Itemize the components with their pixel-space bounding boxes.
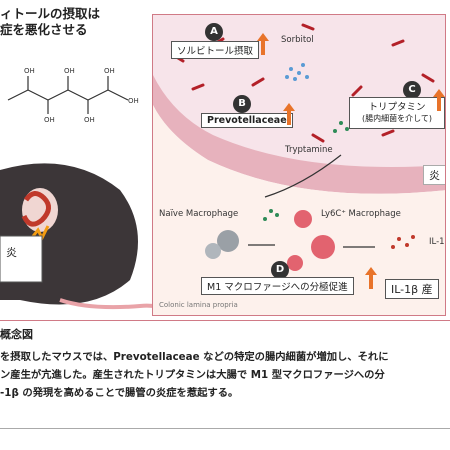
inflammation-label-right: 炎 (423, 165, 445, 185)
tryptamine-text: Tryptamine (285, 145, 333, 155)
mouse-illustration: 炎 (0, 163, 152, 310)
tryptamine-label-box: トリプタミン (腸内細菌を介して) (349, 97, 445, 129)
lamina-propria-label: Colonic lamina propria (159, 301, 238, 309)
svg-text:OH: OH (44, 116, 55, 124)
caption-title: 概念図 (0, 328, 33, 341)
increase-arrow-icon (433, 89, 445, 111)
increase-arrow-icon (283, 103, 295, 125)
step-a-marker: A (205, 23, 223, 41)
prevotellaceae-label: Prevotellaceae (201, 113, 293, 128)
svg-text:OH: OH (24, 67, 35, 75)
step-c-marker: C (403, 81, 421, 99)
step-b-marker: B (233, 95, 251, 113)
step-d-marker: D (271, 261, 289, 279)
increase-arrow-icon (257, 33, 269, 55)
svg-text:OH: OH (104, 67, 115, 75)
tryptamine-sublabel: (腸内細菌を介して) (361, 114, 432, 123)
caption-divider (0, 320, 450, 321)
pathway-diagram: A ソルビトール摂取 Sorbitol B Prevotellaceae C ト… (152, 14, 446, 316)
caption-bottom-rule (0, 428, 450, 429)
ly6c-macrophage-label: Ly6C⁺ Macrophage (321, 209, 401, 219)
il1-label: IL-1 (429, 237, 445, 247)
increase-arrow-icon (365, 267, 377, 289)
sorbitol-label: Sorbitol (281, 35, 314, 45)
sorbitol-intake-label: ソルビトール摂取 (171, 41, 260, 59)
svg-text:OH: OH (84, 116, 95, 124)
caption-body: を摂取したマウスでは、Prevotellaceae などの特定の腸内細菌が増加し… (0, 351, 389, 399)
headline: ィトールの摂取は 症を悪化させる (0, 6, 101, 37)
sorbitol-structure: OH OH OH OH OH OH (7, 67, 139, 124)
il1b-production-label: IL-1β 産 (385, 279, 439, 299)
tryptamine-label: トリプタミン (368, 102, 426, 113)
svg-text:OH: OH (64, 67, 75, 75)
svg-text:OH: OH (128, 97, 139, 105)
naive-macrophage-label: Naïve Macrophage (159, 209, 239, 219)
m1-polarization-label: M1 マクロファージへの分極促進 (201, 277, 354, 295)
inflammation-label-left: 炎 (6, 246, 17, 259)
diagram-background (153, 15, 445, 315)
